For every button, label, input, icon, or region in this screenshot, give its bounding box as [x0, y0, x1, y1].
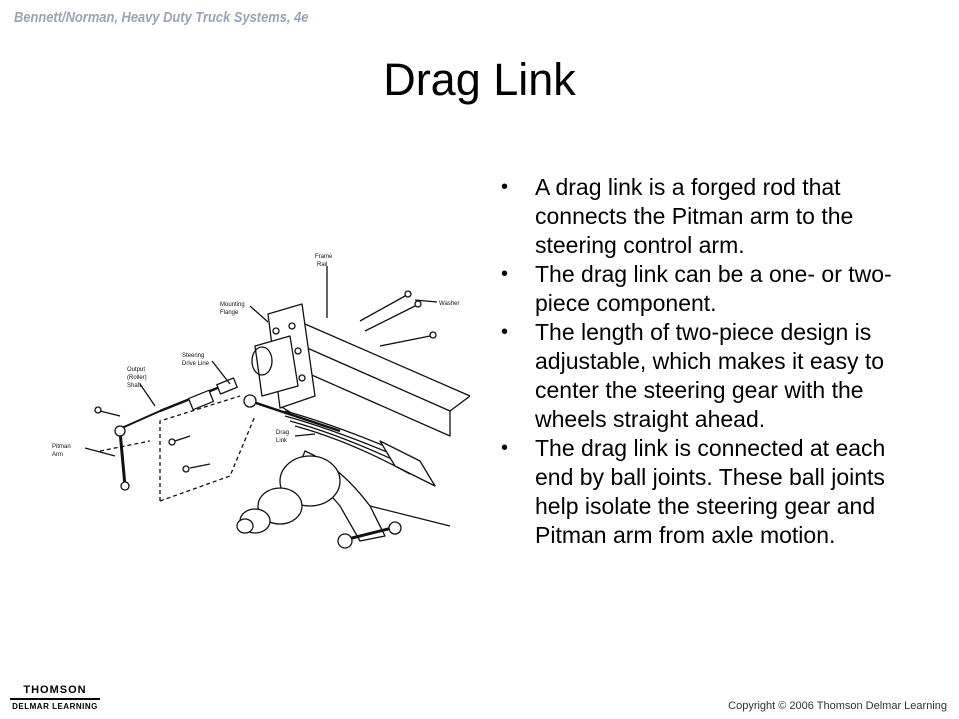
- label-mounting-flange-2: Flange: [220, 310, 239, 316]
- bullet-item: • A drag link is a forged rod that connec…: [497, 173, 917, 260]
- bullet-text: The drag link can be a one- or two-piece…: [535, 261, 892, 316]
- label-output-shaft-2: (Roller): [127, 375, 147, 381]
- label-output-shaft: Output: [127, 367, 145, 373]
- logo-divider: [10, 698, 100, 700]
- bullet-dot: •: [501, 176, 509, 198]
- bullet-text: A drag link is a forged rod that connect…: [535, 174, 854, 258]
- bullet-item: • The length of two-piece design is adjus…: [497, 318, 917, 434]
- label-mounting-flange: Mounting: [220, 302, 245, 308]
- label-frame-rail-2: Rail: [317, 262, 327, 268]
- logo-thomson: THOMSON: [23, 684, 87, 696]
- label-output-shaft-3: Shaft: [127, 383, 141, 389]
- drag-link-diagram: Frame Rail Washer Mounting Flange Steeri…: [52, 254, 470, 549]
- copyright-notice: Copyright © 2006 Thomson Delmar Learning: [728, 700, 947, 712]
- label-frame-rail: Frame: [315, 254, 333, 260]
- label-drag-link: Drag: [276, 430, 289, 436]
- bullet-text: The length of two-piece design is adjust…: [535, 319, 885, 432]
- logo-delmar: DELMAR LEARNING: [12, 702, 98, 711]
- bullet-dot: •: [501, 321, 509, 343]
- label-washer: Washer: [439, 301, 459, 307]
- book-title: Bennett/Norman, Heavy Duty Truck Systems…: [14, 9, 309, 26]
- bullet-dot: •: [501, 263, 509, 285]
- label-pitman-arm: Pitman: [52, 444, 71, 450]
- label-drag-link-2: Link: [276, 438, 288, 444]
- label-steering-drive-line-2: Drive Line: [182, 361, 210, 367]
- bullet-item: • The drag link is connected at each end …: [497, 434, 917, 550]
- bullet-list: • A drag link is a forged rod that connec…: [497, 173, 917, 550]
- bullet-text: The drag link is connected at each end b…: [535, 435, 886, 548]
- slide-title: Drag Link: [383, 54, 576, 105]
- bullet-item: • The drag link can be a one- or two-piec…: [497, 260, 917, 318]
- publisher-logo: THOMSON DELMAR LEARNING: [10, 684, 100, 711]
- label-steering-drive-line: Steering: [182, 353, 204, 359]
- bullet-dot: •: [501, 437, 509, 459]
- label-pitman-arm-2: Arm: [52, 452, 63, 458]
